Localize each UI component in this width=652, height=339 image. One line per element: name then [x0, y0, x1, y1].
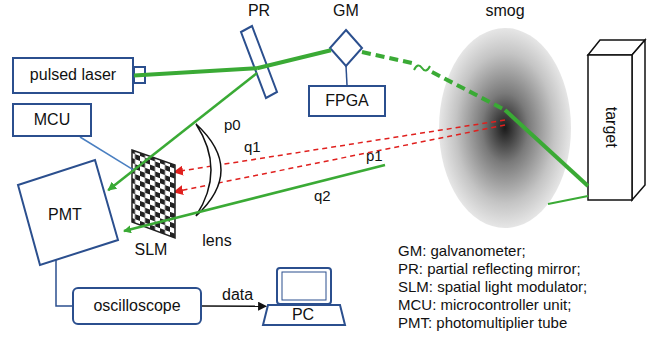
connector	[202, 305, 266, 307]
beam-p1	[124, 165, 385, 231]
beam-label: p0	[224, 116, 241, 133]
scatter-ray	[174, 120, 505, 172]
connector	[346, 66, 347, 85]
pc-node: PC	[262, 266, 344, 326]
key-text: GM: galvanometer;	[398, 242, 526, 259]
beam-label: q2	[314, 187, 331, 204]
target-node: target	[588, 55, 632, 200]
node-label: PMT	[48, 206, 82, 224]
beam-return	[548, 196, 588, 204]
mcu-box: MCU	[12, 103, 92, 137]
pmt-housing	[18, 160, 118, 265]
node-label: target	[601, 107, 619, 148]
node-label: PC	[292, 306, 314, 324]
edge-label: data	[222, 286, 253, 304]
beam-dashed	[432, 72, 505, 110]
key-text: SLM: spatial light modulator;	[398, 278, 587, 295]
mirror-plate	[241, 26, 277, 98]
node-label: oscilloscope	[93, 297, 180, 315]
galvanometer-diamond	[330, 30, 362, 66]
node-label: GM	[333, 2, 359, 20]
oscilloscope-box: oscilloscope	[72, 287, 202, 325]
scatter-ray	[174, 125, 505, 192]
galvanometer-node: GM	[320, 2, 372, 68]
smog-node: smog	[437, 2, 573, 230]
beam-break	[414, 65, 430, 70]
node-label: lens	[202, 232, 231, 250]
beam-label: p1	[366, 147, 383, 164]
lens-shape	[196, 124, 221, 216]
connector	[80, 137, 133, 170]
slm-node: SLM	[120, 135, 182, 259]
mirror-node: PR	[236, 2, 282, 98]
pmt-node: PMT	[20, 175, 110, 255]
laptop-screen	[277, 268, 331, 304]
beam-label: q1	[244, 138, 261, 155]
node-label: pulsed laser	[30, 66, 116, 84]
node-label: MCU	[34, 111, 70, 129]
key-text: PR: partial reflecting mirror;	[398, 260, 581, 277]
lens-node: lens	[186, 122, 248, 250]
beam-to-target	[505, 110, 588, 186]
target-front	[588, 55, 632, 200]
node-label: PR	[248, 2, 270, 20]
connector	[134, 68, 257, 75]
node-label: SLM	[135, 241, 168, 259]
beam-dashed	[362, 52, 412, 63]
laptop-display	[282, 272, 326, 300]
laptop-base	[263, 305, 345, 325]
key-text: PMT: photomultiplier tube	[398, 314, 567, 331]
connector	[257, 50, 331, 68]
laser-box: pulsed laser	[12, 57, 134, 94]
node-label: FPGA	[325, 92, 369, 110]
node-label: smog	[485, 2, 524, 20]
key-text: MCU: microcontroller unit;	[398, 296, 571, 313]
target-side	[632, 40, 645, 200]
fpga-box: FPGA	[308, 85, 386, 117]
connector	[56, 260, 72, 306]
